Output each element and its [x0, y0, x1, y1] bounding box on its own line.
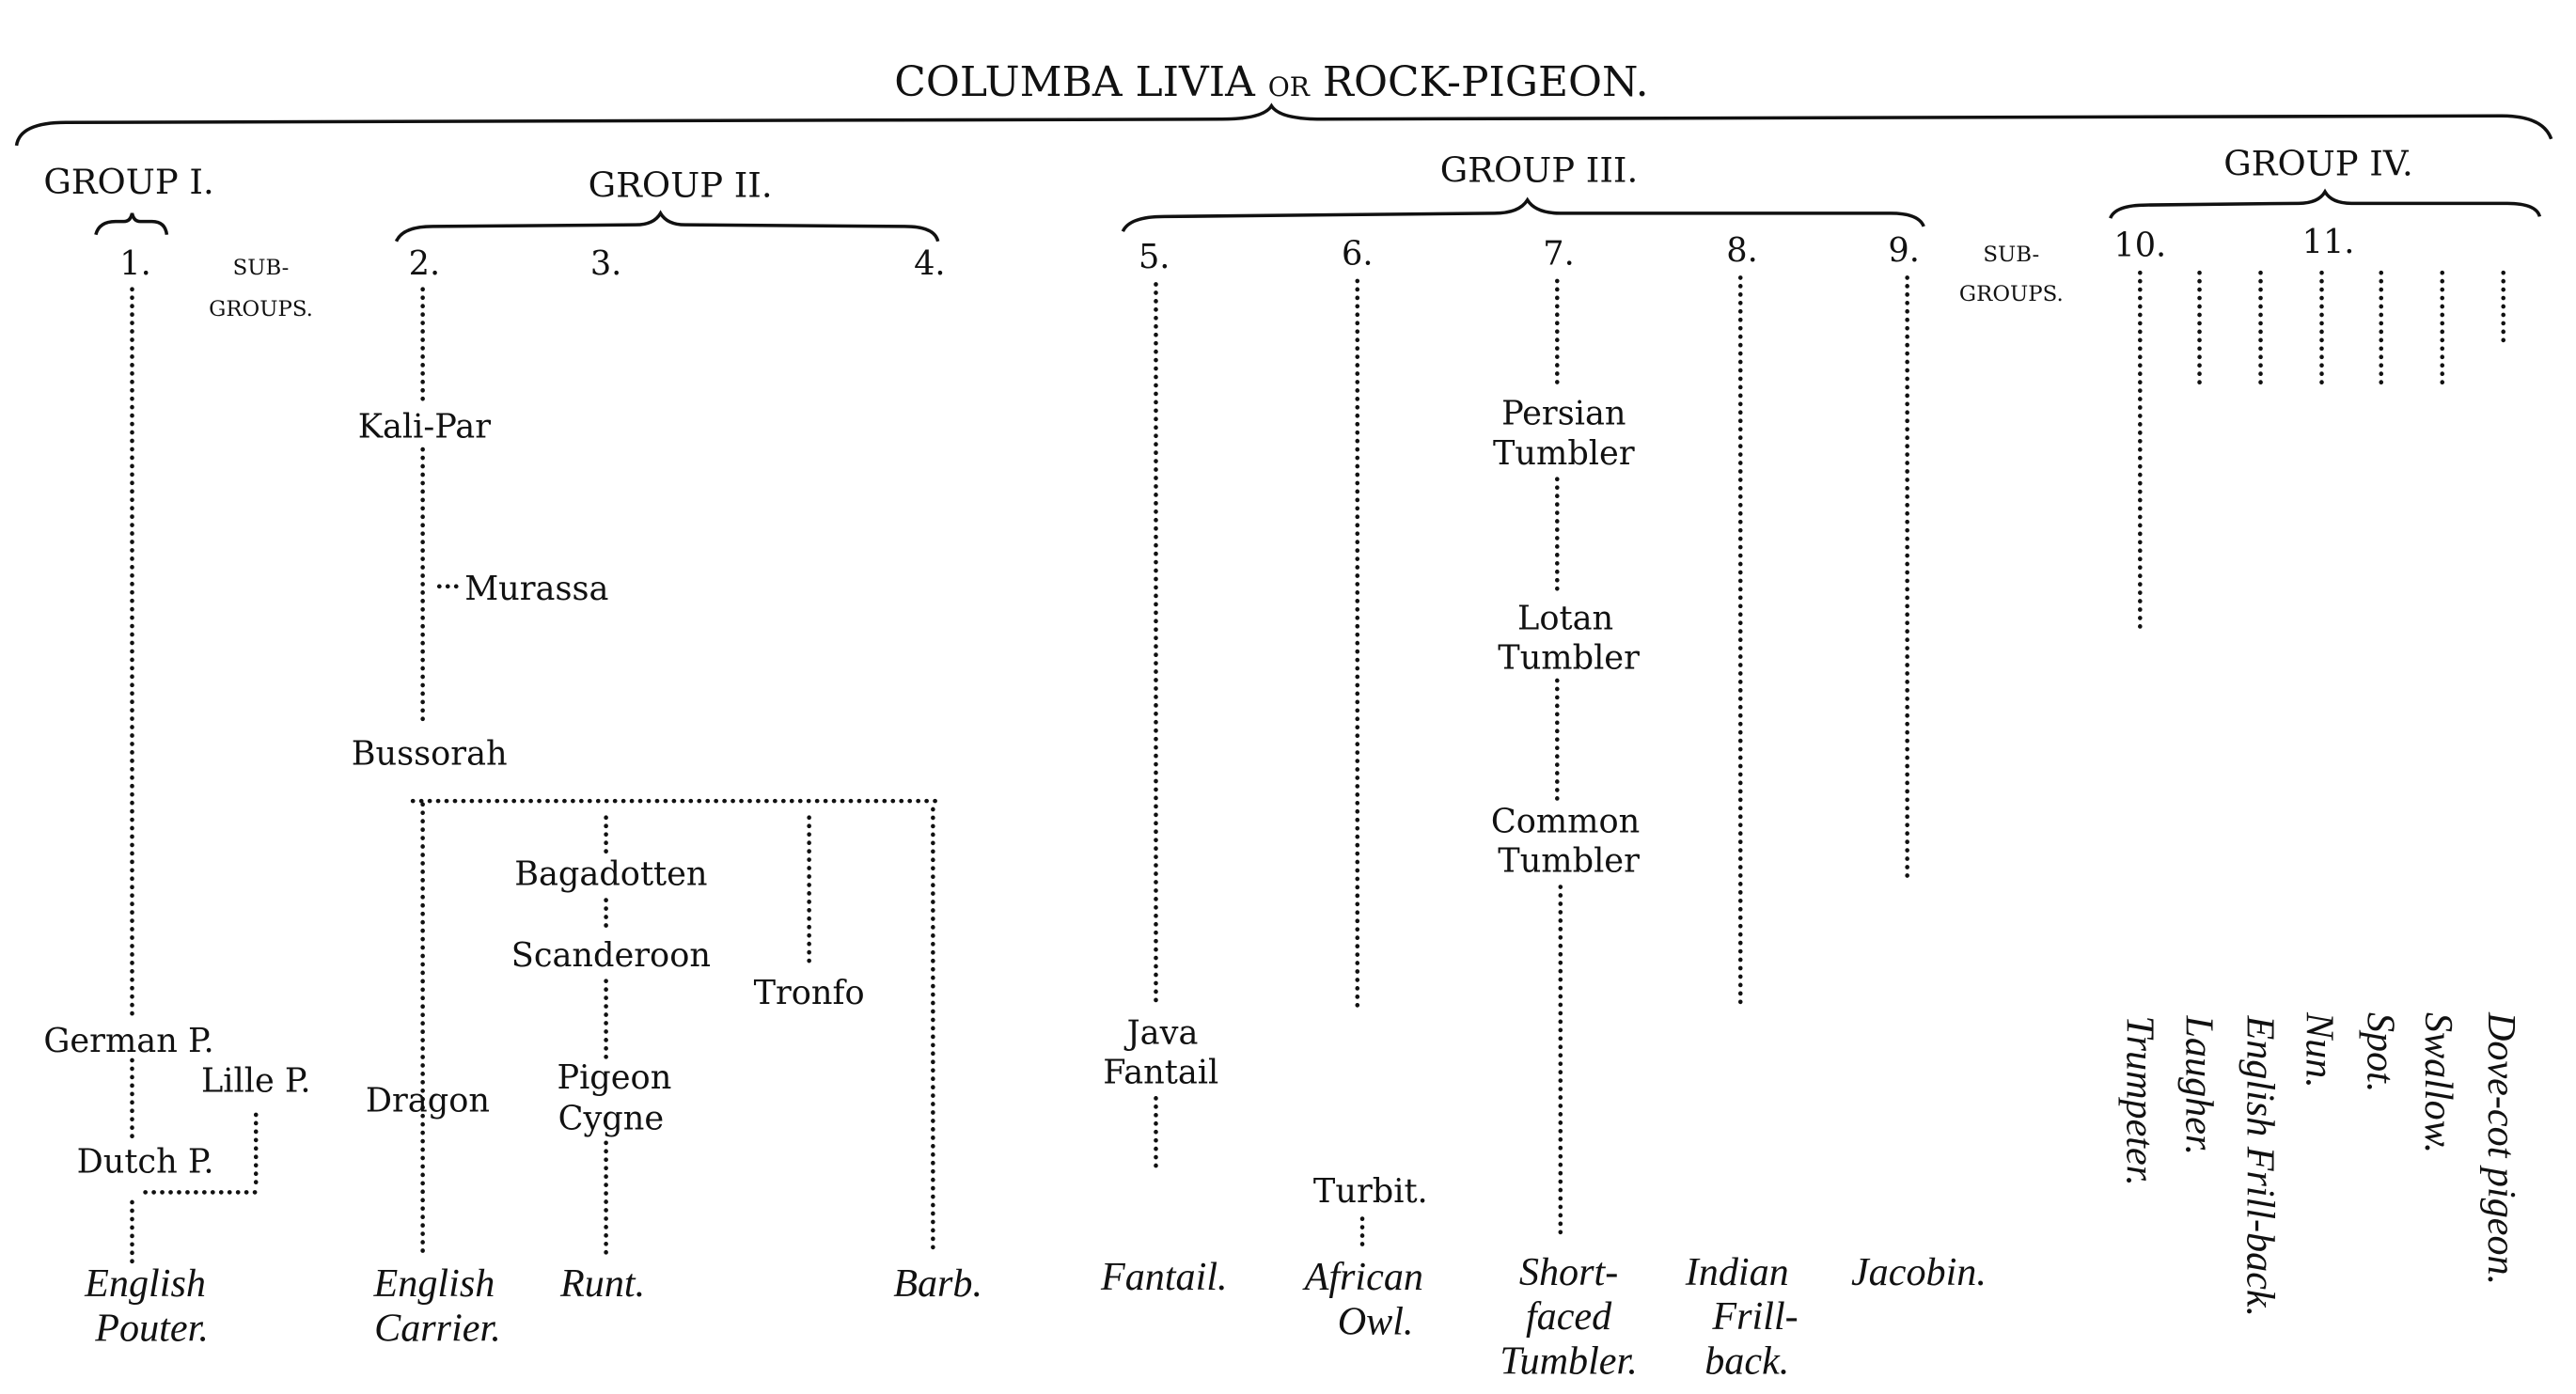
subgroups-label: SUB- [1983, 243, 2039, 267]
breed-java-fantail: Java [1124, 1013, 1199, 1052]
subgroup-number: 11. [2302, 223, 2355, 261]
breed-african-owl: Owl. [1338, 1299, 1414, 1343]
breed-common-tumbler: Common [1491, 803, 1640, 841]
subgroup-number: 4. [914, 244, 946, 283]
breed-kali-par: Kali-Par [358, 408, 491, 446]
breed-short-faced-tumbler: Tumbler. [1500, 1339, 1637, 1384]
subgroups-label: GROUPS. [1959, 282, 2064, 306]
breed-english-carrier: English [373, 1261, 495, 1306]
breed-dragon: Dragon [366, 1081, 490, 1120]
subgroup-number: 7. [1543, 234, 1575, 273]
group-1-label: GROUP I. [43, 162, 213, 202]
breed-persian-tumbler: Tumbler [1493, 434, 1635, 473]
breed-indian-frill-back: Indian [1685, 1250, 1789, 1294]
breed-runt: Runt. [559, 1261, 645, 1306]
subgroup-number: 9. [1888, 231, 1920, 270]
breed-swallow: Swallow. [2416, 1012, 2460, 1153]
breed-common-tumbler: Tumbler [1498, 842, 1640, 881]
main-brace [14, 102, 2553, 147]
breed-murassa: Murassa [464, 570, 608, 608]
breed-lotan-tumbler: Lotan [1517, 599, 1613, 637]
group2-brace [394, 210, 940, 243]
subgroups-label: SUB- [233, 256, 290, 280]
breed-english-frill-back: English Frill-back. [2238, 1014, 2282, 1317]
breed-german-pouter: German P. [43, 1022, 213, 1060]
group3-brace [1121, 196, 1925, 233]
group-3-label: GROUP III. [1440, 150, 1638, 191]
breed-barb: Barb. [893, 1261, 982, 1306]
breed-african-owl: African [1302, 1255, 1423, 1299]
breed-lille-pouter: Lille P. [201, 1061, 311, 1100]
breed-lotan-tumbler: Tumbler [1498, 639, 1640, 678]
breed-laugher: Laugher. [2176, 1014, 2221, 1155]
subgroup-number: 8. [1726, 231, 1758, 270]
breed-dutch-pouter: Dutch P. [77, 1142, 214, 1181]
subgroup-number: 3. [590, 244, 622, 283]
breed-persian-tumbler: Persian [1501, 395, 1626, 433]
breed-fantail: Fantail. [1100, 1255, 1228, 1299]
breed-pigeon-cygne: Cygne [558, 1100, 665, 1138]
breed-pigeon-cygne: Pigeon [557, 1058, 671, 1097]
breed-bagadotten: Bagadotten [514, 855, 707, 894]
diagram-title: COLUMBA LIVIA OR ROCK-PIGEON. [894, 58, 1648, 106]
breed-trumpeter: Trumpeter. [2117, 1015, 2161, 1185]
breed-spot: Spot. [2359, 1012, 2403, 1092]
breed-indian-frill-back: back. [1704, 1339, 1789, 1384]
group1-brace [94, 212, 169, 236]
subgroup-number: 1. [119, 244, 151, 283]
breed-english-pouter: Pouter. [94, 1307, 209, 1351]
breed-bussorah: Bussorah [352, 735, 508, 774]
breed-turbit: Turbit. [1313, 1172, 1428, 1211]
breed-tronfo: Tronfo [754, 974, 865, 1012]
breed-english-pouter: English [84, 1261, 206, 1306]
subgroup-number: 2. [409, 244, 440, 283]
group-4-label: GROUP IV. [2223, 143, 2413, 183]
breed-dove-cot-pigeon: Dove-cot pigeon. [2479, 1011, 2523, 1285]
breed-java-fantail: Fantail [1103, 1054, 1218, 1092]
lineage-lines [130, 270, 2506, 1266]
subgroup-number: 5. [1139, 238, 1170, 276]
group4-brace [2109, 188, 2542, 219]
subgroup-number: 10. [2113, 227, 2166, 265]
subgroups-label: GROUPS. [209, 297, 313, 321]
breed-nun: Nun. [2298, 1011, 2342, 1089]
breed-indian-frill-back: Frill- [1711, 1294, 1798, 1339]
breed-short-faced-tumbler: faced [1526, 1294, 1612, 1339]
breed-scanderoon: Scanderoon [511, 936, 711, 975]
breed-english-carrier: Carrier. [374, 1307, 501, 1351]
group-2-label: GROUP II. [589, 164, 773, 205]
subgroup-number: 6. [1342, 234, 1374, 273]
breed-short-faced-tumbler: Short- [1519, 1250, 1618, 1294]
breed-jacobin: Jacobin. [1851, 1250, 1987, 1294]
